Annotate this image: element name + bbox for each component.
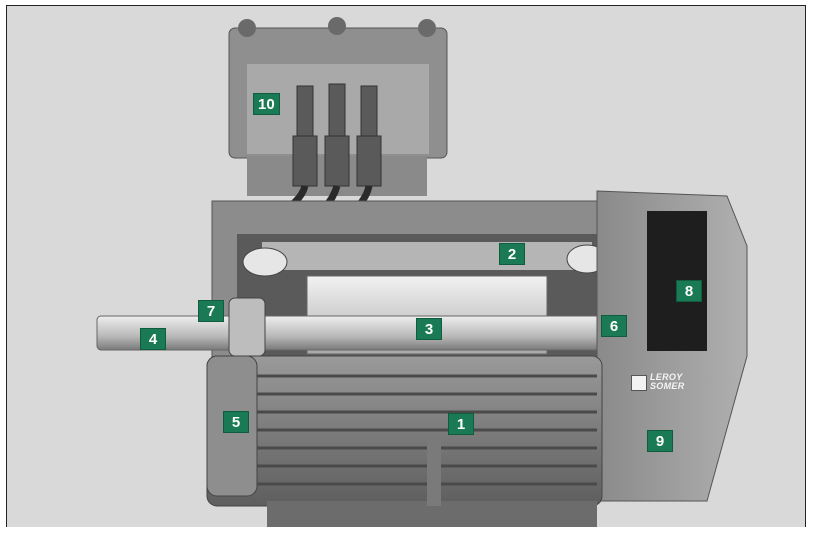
logo-mark-icon — [631, 375, 647, 391]
logo-text: LEROY SOMER — [650, 373, 685, 391]
shaft — [96, 315, 678, 351]
terminal-studs — [292, 83, 382, 187]
label-8: 8 — [676, 280, 702, 302]
label-7: 7 — [198, 300, 224, 322]
label-9: 9 — [647, 430, 673, 452]
logo-line-2: SOMER — [650, 381, 685, 391]
label-5: 5 — [223, 411, 249, 433]
label-4: 4 — [140, 328, 166, 350]
motor-cutaway-figure: 1 2 3 4 5 6 7 8 9 10 LEROY SOMER — [6, 5, 806, 527]
motor-cutaway-photo — [96, 17, 748, 527]
label-3: 3 — [416, 318, 442, 340]
logo-line-1: LEROY — [650, 372, 683, 382]
label-10: 10 — [253, 93, 280, 115]
stator-winding — [262, 242, 592, 270]
leroy-somer-logo: LEROY SOMER — [631, 372, 689, 396]
bearing-drive-end — [228, 297, 266, 357]
label-1: 1 — [448, 413, 474, 435]
label-2: 2 — [499, 243, 525, 265]
label-6: 6 — [601, 315, 627, 337]
